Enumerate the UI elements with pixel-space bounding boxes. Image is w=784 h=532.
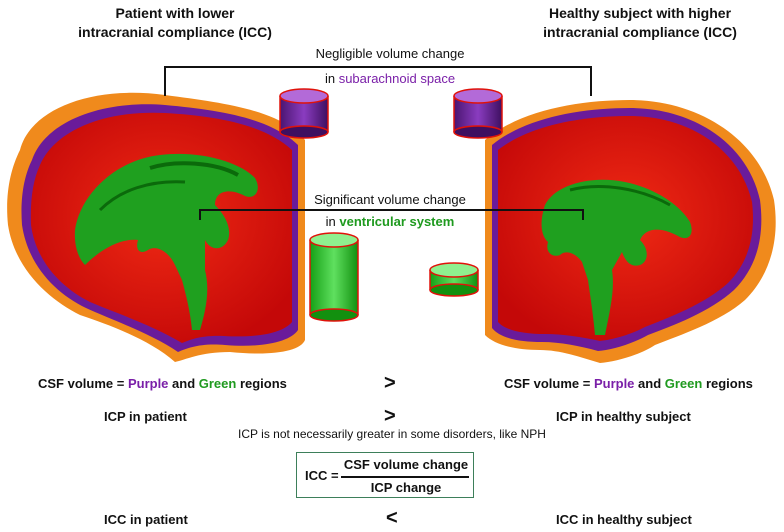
patient-icc: ICC in patient: [104, 512, 188, 527]
healthy-icp: ICP in healthy subject: [556, 409, 691, 424]
patient-title-line2: intracranial compliance (ICC): [78, 24, 272, 40]
formula-lhs: ICC =: [305, 468, 339, 483]
patient-icp: ICP in patient: [104, 409, 187, 424]
subarachnoid-label-line2: in subarachnoid space: [280, 71, 500, 86]
ventricular-label-line2: in ventricular system: [280, 214, 500, 229]
patient-title-line1: Patient with lower: [115, 5, 235, 21]
ventricular-connector: [199, 209, 584, 220]
healthy-ventricular-cylinder: [429, 262, 479, 297]
csf-prefix: CSF volume =: [38, 376, 128, 391]
csf-comparison-operator: >: [384, 372, 396, 394]
csf-green: Green: [664, 376, 703, 391]
csf-purple: Purple: [593, 376, 635, 391]
ventricular-label-line1: Significant volume change: [314, 192, 466, 207]
healthy-icc: ICC in healthy subject: [556, 512, 692, 527]
healthy-subarachnoid-cylinder: [453, 88, 503, 139]
patient-subarachnoid-cylinder: [279, 88, 329, 139]
csf-and: and: [634, 376, 665, 391]
csf-purple: Purple: [127, 376, 169, 391]
csf-prefix: CSF volume =: [504, 376, 594, 391]
icc-formula: ICC = CSF volume change ICP change: [296, 452, 474, 498]
nph-note: ICP is not necessarily greater in some d…: [238, 427, 546, 441]
csf-green: Green: [198, 376, 237, 391]
fraction-bar: [341, 476, 469, 478]
csf-suffix: regions: [236, 376, 287, 391]
subarachnoid-prefix: in: [324, 71, 339, 86]
formula-numerator: CSF volume change: [343, 457, 469, 472]
icp-comparison-operator: >: [384, 405, 396, 427]
csf-and: and: [168, 376, 199, 391]
healthy-title: Healthy subject with higher intracranial…: [500, 4, 780, 42]
formula-denominator: ICP change: [370, 480, 442, 495]
healthy-brain: [485, 100, 776, 363]
healthy-csf-volume: CSF volume = Purple and Green regions: [504, 376, 753, 391]
patient-csf-volume: CSF volume = Purple and Green regions: [38, 376, 287, 391]
patient-ventricular-cylinder: [309, 232, 359, 322]
patient-brain: [7, 92, 306, 363]
csf-suffix: regions: [702, 376, 753, 391]
ventricular-prefix: in: [325, 214, 340, 229]
icc-comparison-operator: <: [386, 507, 398, 529]
subarachnoid-term: subarachnoid space: [338, 71, 456, 86]
healthy-title-line2: intracranial compliance (ICC): [543, 24, 737, 40]
patient-ventricles: [74, 153, 258, 330]
subarachnoid-connector: [164, 66, 592, 96]
subarachnoid-label-line1: Negligible volume change: [315, 46, 465, 61]
ventricular-term: ventricular system: [339, 214, 455, 229]
healthy-title-line1: Healthy subject with higher: [548, 5, 732, 21]
patient-title: Patient with lower intracranial complian…: [60, 4, 290, 42]
healthy-ventricles: [541, 179, 692, 335]
